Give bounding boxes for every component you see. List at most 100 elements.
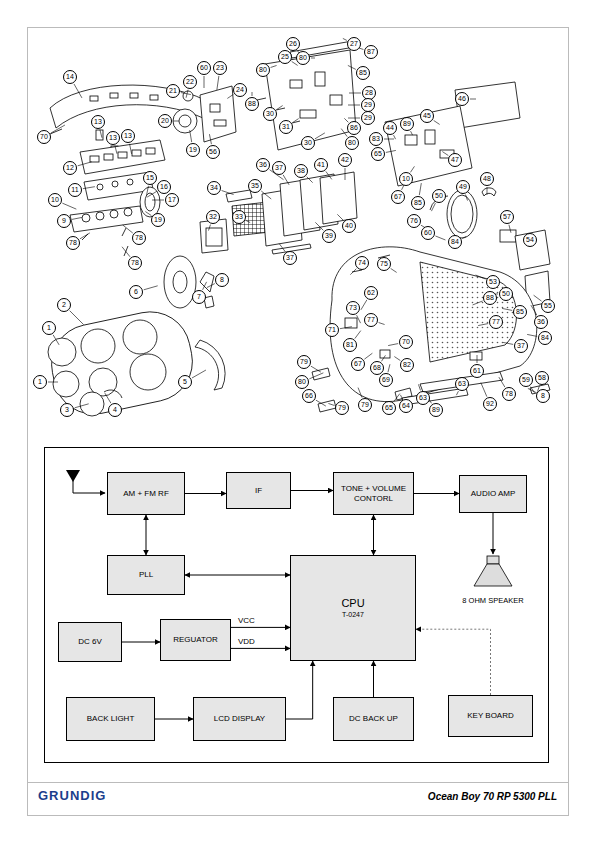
leader-line (509, 225, 511, 233)
leader-line (207, 284, 215, 288)
callout-number: 69 (379, 373, 393, 387)
leader-line (355, 331, 361, 339)
leader-line (466, 195, 468, 201)
callout-number: 54 (523, 233, 537, 247)
callout-number: 39 (322, 229, 336, 243)
leader-line (74, 84, 82, 98)
callout-number: 36 (534, 315, 548, 329)
box-sublabel: T-0247 (342, 611, 364, 620)
leader-line (203, 282, 207, 290)
callout-number: 80 (295, 375, 309, 389)
callout-number: 89 (400, 117, 414, 131)
callout-number: 42 (338, 153, 352, 167)
leader-line (528, 388, 536, 392)
leader-line (503, 342, 513, 344)
callout-number: 70 (399, 335, 413, 349)
leader-line (315, 222, 323, 230)
leader-line (534, 295, 542, 301)
callout-number: 4 (108, 403, 122, 417)
process-box: BACK LIGHT (66, 697, 155, 741)
signal-connector (231, 648, 290, 649)
box-label: CPU (341, 597, 364, 611)
callout-number: 64 (399, 399, 413, 413)
leader-line (343, 38, 347, 40)
display-box: LCD DISPLAY (193, 697, 286, 741)
callout-number: 13 (121, 129, 135, 143)
callout-number: 11 (68, 183, 82, 197)
callout-number: 82 (400, 358, 414, 372)
leader-line (227, 94, 233, 98)
callout-number: 41 (314, 158, 328, 172)
leader-line (388, 364, 390, 372)
callout-number: 1 (33, 375, 47, 389)
leader-line (384, 139, 394, 140)
leader-line (379, 323, 385, 325)
leader-line (293, 119, 299, 123)
leader-line (62, 203, 76, 209)
leader-line (431, 203, 435, 211)
box-label: IF (255, 486, 262, 496)
leader-line (348, 118, 360, 119)
leader-line (394, 357, 400, 361)
leader-line (186, 90, 188, 98)
leader-line (208, 225, 210, 231)
leader-line (279, 244, 285, 252)
callout-number: 2 (57, 298, 71, 312)
leader-line (364, 353, 372, 359)
power-box: DC 6V (58, 622, 122, 662)
callout-number: 66 (302, 389, 316, 403)
callout-number: 78 (66, 236, 80, 250)
callout-number: 74 (355, 256, 369, 270)
callout-number: 49 (456, 180, 470, 194)
leader-line (481, 383, 487, 397)
leader-line (152, 200, 164, 201)
callout-number: 50 (432, 189, 446, 203)
leader-line (316, 400, 326, 406)
leader-line (410, 166, 414, 172)
callout-number: 59 (519, 373, 533, 387)
leader-line (487, 187, 488, 195)
signal-name: VCC (237, 616, 256, 626)
leader-line (309, 373, 323, 379)
callout-number: 70 (37, 130, 51, 144)
leader-line (146, 186, 148, 196)
signal-connector (122, 642, 160, 643)
regulator-box: REGUATOR (160, 619, 231, 661)
callout-number: 10 (48, 193, 62, 207)
dotted-connector (416, 629, 491, 695)
callout-number: 77 (489, 315, 503, 329)
model-name: Ocean Boy 70 RP 5300 PLL (428, 791, 557, 802)
leader-line (499, 377, 505, 387)
leader-line (70, 311, 84, 325)
callout-number: 9 (57, 214, 71, 228)
leader-line (381, 355, 385, 361)
callout-number: 85 (356, 66, 370, 80)
leader-line (400, 395, 402, 399)
callout-number: 57 (500, 210, 514, 224)
callout-number: 10 (399, 172, 413, 186)
leader-line (478, 324, 488, 326)
signal-connector (155, 719, 193, 720)
brand-logo: GRUNDIG (38, 788, 106, 803)
signal-connector (414, 493, 459, 494)
leader-line (391, 268, 397, 272)
leader-line (277, 106, 283, 110)
leader-line (531, 305, 537, 315)
leader-line (181, 93, 191, 95)
leader-line (123, 225, 133, 233)
process-box: TONE + VOLUME CONTORL (333, 472, 414, 515)
callout-number: 56 (206, 145, 220, 159)
callout-number: 58 (535, 371, 549, 385)
callout-number: 17 (165, 193, 179, 207)
leader-line (75, 404, 89, 408)
signal-connector (373, 661, 374, 697)
process-box: PLL (107, 555, 185, 595)
signal-connector (231, 627, 290, 628)
signal-connector (185, 575, 290, 576)
leader-line (283, 175, 289, 185)
callout-number: 35 (248, 179, 262, 193)
callout-number: 65 (371, 147, 385, 161)
callout-number: 37 (514, 339, 528, 353)
callout-number: 84 (448, 235, 462, 249)
callout-number: 78 (502, 387, 516, 401)
